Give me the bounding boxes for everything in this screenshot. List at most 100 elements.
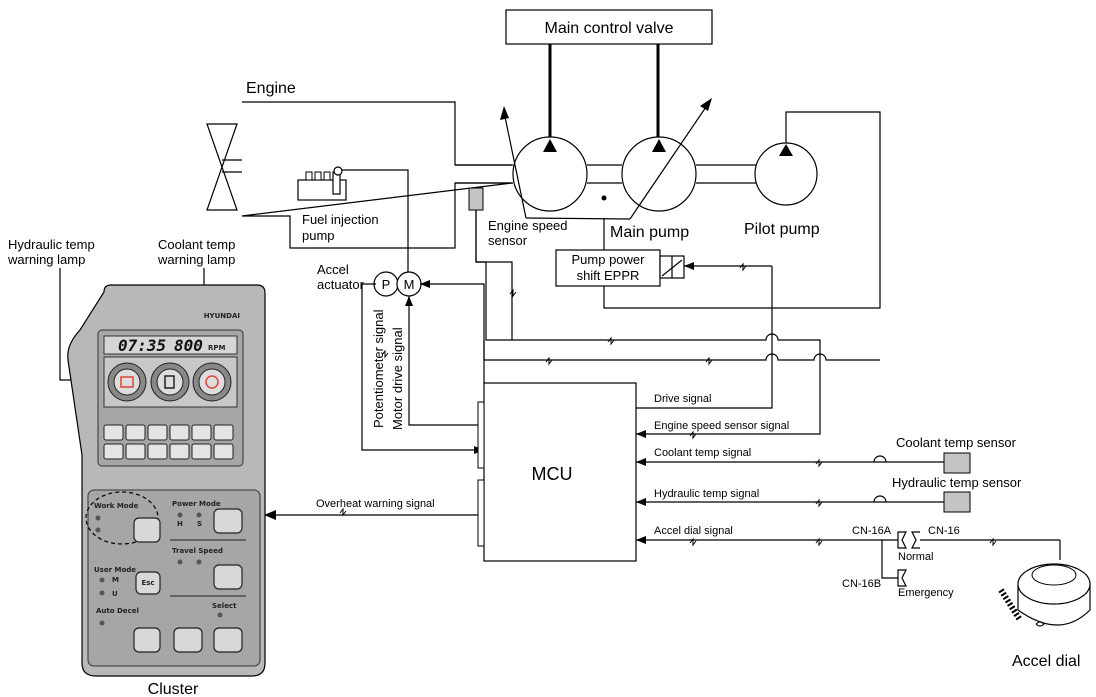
coolant-temp-sensor-label: Coolant temp sensor [896, 435, 1017, 450]
emergency-label: Emergency [898, 587, 954, 599]
power-s-label: S [197, 520, 202, 528]
pump-power-shift-label-1: Pump power [572, 252, 646, 267]
coolant-temp-signal-label: Coolant temp signal [654, 447, 751, 459]
pilot-pump-icon [754, 142, 818, 206]
cluster-brand: HYUNDAI [204, 312, 240, 320]
mcu-connector-1 [477, 401, 485, 469]
fuel-icon [164, 375, 175, 389]
indicator-icon [147, 424, 168, 441]
normal-label: Normal [898, 551, 933, 563]
hydraulic-lamp-label-2: warning lamp [7, 252, 85, 267]
select-button[interactable] [213, 627, 243, 653]
mode-leds [95, 512, 223, 626]
accel-actuator-label-1: Accel [317, 262, 349, 277]
esc-button[interactable] [135, 571, 161, 595]
main-control-valve-label: Main control valve [545, 20, 674, 37]
motor-drive-signal-label: Motor drive signal [390, 327, 405, 430]
fan-icon [206, 123, 242, 211]
hydraulic-temp-sensor-icon [943, 491, 971, 513]
main-pump-1-icon [500, 106, 588, 219]
engine-speed-sensor-signal-label: Engine speed sensor signal [654, 420, 789, 432]
overheat-warning-signal-label: Overheat warning signal [316, 498, 435, 510]
mcu-connector-2 [477, 479, 485, 547]
user-mode-label: User Mode [94, 566, 136, 574]
pump-power-shift-label-2: shift EPPR [577, 268, 640, 283]
main-pump-label: Main pump [610, 224, 689, 241]
button-panel [87, 489, 261, 667]
indicator-icon [125, 443, 146, 460]
indicator-icon [103, 424, 124, 441]
travel-speed-label: Travel Speed [172, 547, 223, 555]
lcd-clock: 07:35 [118, 336, 166, 355]
fuel-injection-pump-icon [297, 166, 347, 201]
drive-signal-label: Drive signal [654, 393, 711, 405]
cn16b-label: CN-16B [842, 578, 881, 590]
accel-dial-label: Accel dial [1012, 653, 1080, 670]
engine-speed-sensor-label-1: Engine speed [488, 218, 568, 233]
cn16-label: CN-16 [928, 525, 960, 537]
coolant-temp-gauge [192, 362, 232, 402]
cluster-label: Cluster [148, 681, 199, 697]
coolant-lamp-label-2: warning lamp [157, 252, 235, 267]
accel-dial-signal-label: Accel dial signal [654, 525, 733, 537]
accel-dial-icon [998, 563, 1091, 627]
indicator-icon [125, 424, 146, 441]
hydraulic-temp-signal-label: Hydraulic temp signal [654, 488, 759, 500]
work-mode-highlight [85, 491, 159, 545]
user-u-label: U [112, 590, 118, 598]
indicator-icon [213, 424, 234, 441]
accel-actuator-label-2: actuator [317, 277, 365, 292]
auto-decel-label: Auto Decel [96, 607, 139, 615]
hydraulic-temp-gauge [107, 362, 147, 402]
power-mode-label: Power Mode [172, 500, 221, 508]
solenoid-icon [659, 255, 685, 279]
auto-decel-button[interactable] [133, 627, 161, 653]
cn16-connector-icon [897, 531, 920, 549]
actuator-p-label: P [382, 277, 391, 292]
pilot-pump-label: Pilot pump [744, 221, 820, 238]
coolant-temp-sensor-icon [943, 452, 971, 474]
fuel-gauge [150, 362, 190, 402]
lcd-strip [103, 335, 238, 355]
mcu-box [483, 382, 637, 562]
engine-speed-sensor-icon [468, 187, 484, 211]
potentiometer-signal-label: Potentiometer signal [371, 309, 386, 428]
actuator-m-label: M [404, 277, 415, 292]
fuel-injection-pump-label-2: pump [302, 228, 335, 243]
lcd-rpm: 800 [174, 336, 203, 355]
user-m-label: M [112, 576, 119, 584]
wire-break-marks [339, 262, 997, 547]
indicator-icon [169, 424, 190, 441]
indicator-icons [103, 424, 234, 460]
main-control-valve-box [505, 9, 713, 45]
power-mode-button[interactable] [213, 508, 243, 534]
esc-label: Esc [141, 579, 154, 587]
indicator-icon [191, 424, 212, 441]
cn16a-label: CN-16A [852, 525, 892, 537]
indicator-icon [213, 443, 234, 460]
hydraulic-temp-sensor-label: Hydraulic temp sensor [892, 475, 1022, 490]
select-label: Select [212, 602, 237, 610]
indicator-icon [191, 443, 212, 460]
main-pump-2-icon [621, 98, 712, 220]
coolant-warning-lamp-icon [205, 375, 219, 389]
cn16b-connector-icon [897, 569, 907, 587]
work-mode-button[interactable] [133, 517, 161, 543]
engine-speed-sensor-label-2: sensor [488, 233, 528, 248]
fuel-injection-pump-label-1: Fuel injection [302, 212, 379, 227]
travel-alarm-button[interactable] [173, 627, 203, 653]
hydraulic-lamp-label-1: Hydraulic temp [8, 237, 95, 252]
travel-speed-button[interactable] [213, 564, 243, 590]
hydraulic-warning-lamp-icon [120, 376, 134, 388]
lcd-rpm-unit: RPM [208, 344, 226, 352]
indicator-icon [169, 443, 190, 460]
work-mode-label: Work Mode [94, 502, 139, 510]
power-h-label: H [177, 520, 183, 528]
indicator-icon [147, 443, 168, 460]
coolant-lamp-label-1: Coolant temp [158, 237, 235, 252]
mcu-label: MCU [532, 464, 573, 484]
engine-label: Engine [246, 80, 296, 97]
cluster-panel: HYUNDAI 07:35 800 RPM [67, 284, 266, 677]
indicator-icon [103, 443, 124, 460]
